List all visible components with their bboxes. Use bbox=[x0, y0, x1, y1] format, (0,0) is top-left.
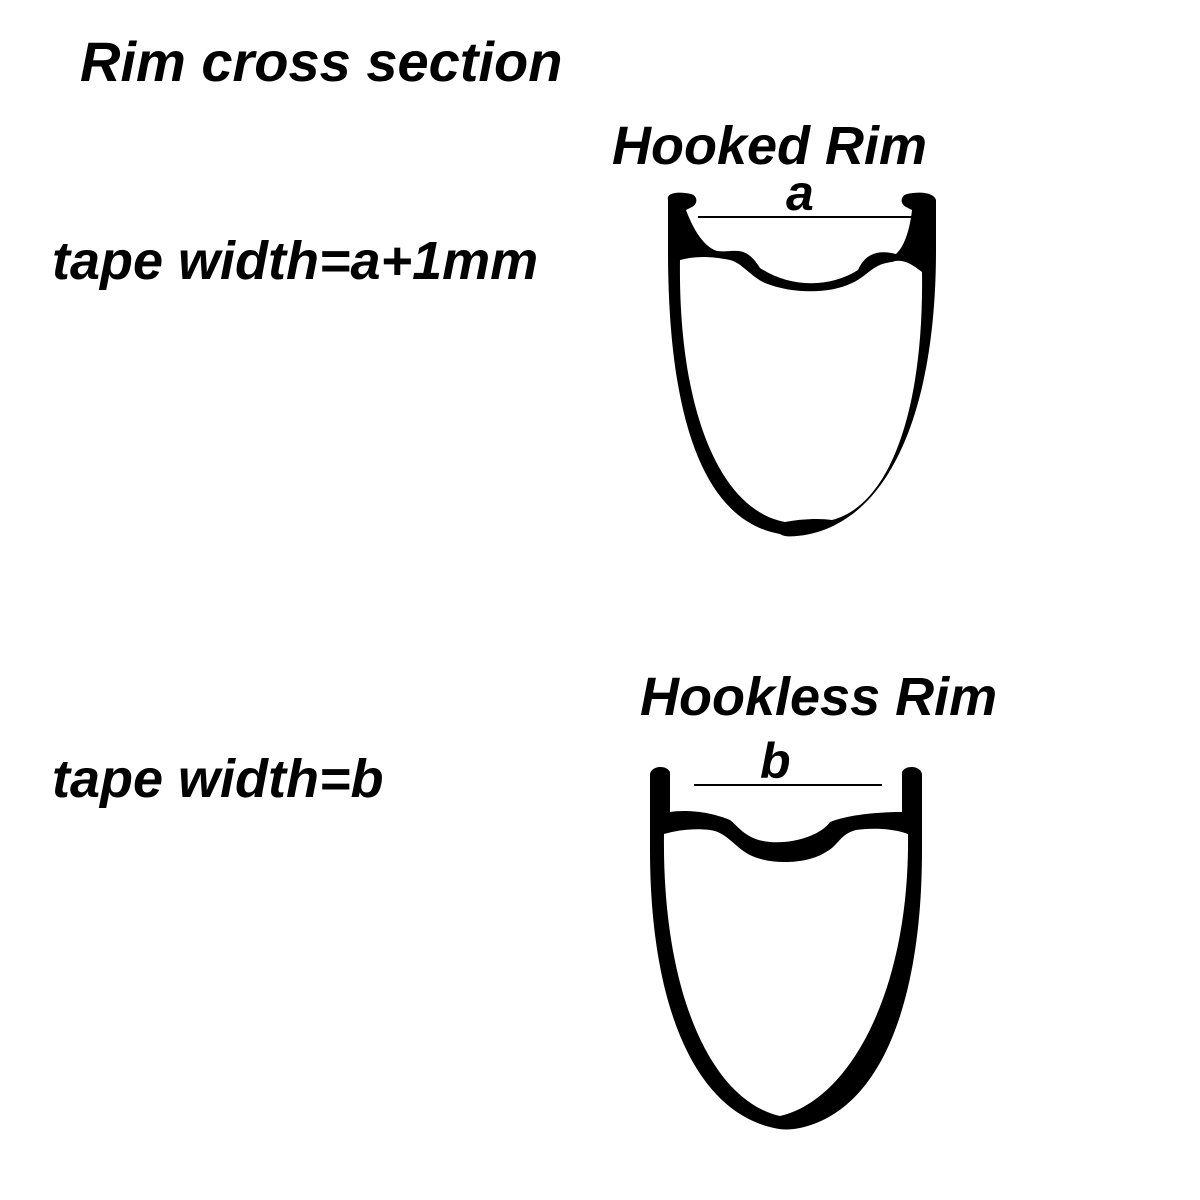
hookless-rim-profile bbox=[650, 766, 922, 1130]
hooked-rim-diagram: a bbox=[667, 165, 936, 537]
hookless-rim-diagram: b bbox=[650, 733, 922, 1130]
page-title: Rim cross section bbox=[80, 30, 563, 93]
hookless-dimension-label: b bbox=[760, 733, 791, 789]
hooked-rim-profile bbox=[667, 192, 936, 537]
hooked-rim-title: Hooked Rim bbox=[612, 116, 928, 176]
hooked-tape-width-formula: tape width=a+1mm bbox=[52, 231, 539, 291]
hookless-tape-width-formula: tape width=b bbox=[52, 749, 384, 809]
hooked-dimension-label: a bbox=[786, 165, 814, 221]
hookless-rim-title: Hookless Rim bbox=[640, 667, 998, 727]
